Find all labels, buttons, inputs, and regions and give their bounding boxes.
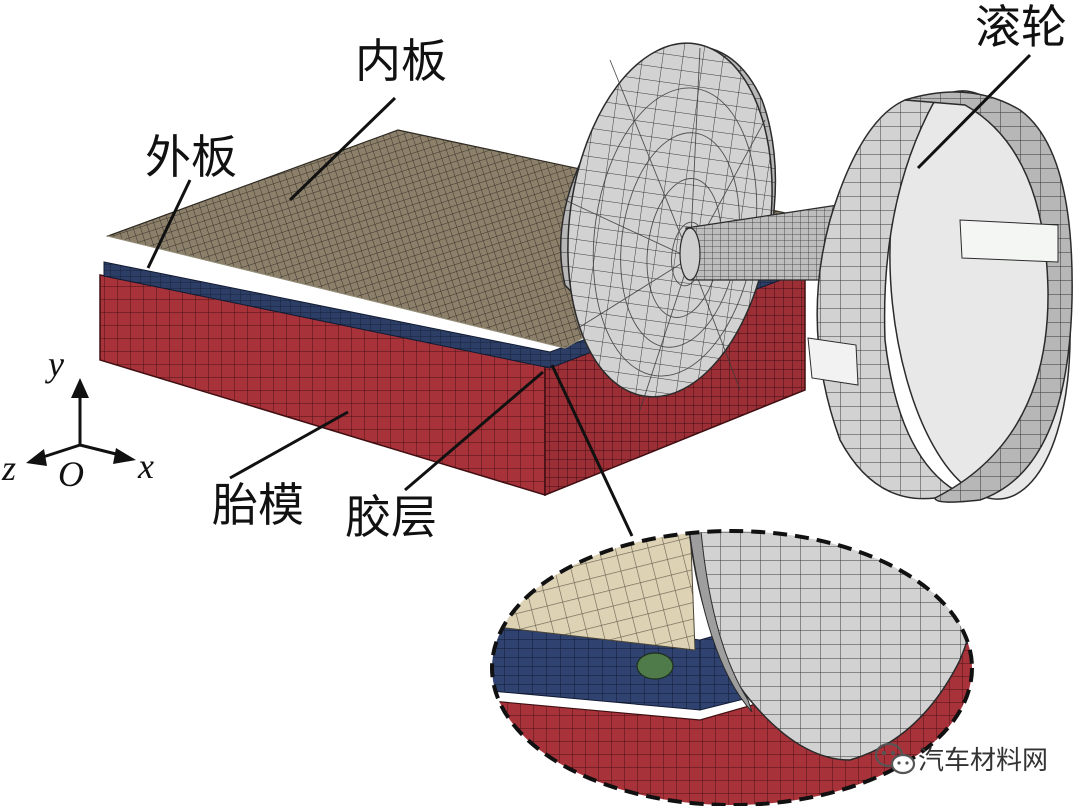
leader-inner-plate [288,96,397,202]
leader-adhesive [404,370,544,492]
label-adhesive: 胶层 [345,490,437,544]
leader-zoom [550,364,634,537]
axis-label-z: z [2,448,17,488]
leader-die [229,410,349,480]
zoom-detail [490,529,974,807]
axis-label-origin: O [58,454,84,494]
label-die: 胎模 [212,478,304,532]
wheel-roller [807,90,1073,503]
roller-assembly [559,42,1073,503]
label-roller: 滚轮 [975,0,1067,54]
leader-outer-plate [146,179,192,269]
wechat-icon [874,742,916,775]
label-inner-plate: 内板 [355,34,447,88]
label-outer-plate: 外板 [145,130,237,184]
cone-roller [559,42,777,411]
axis-label-x: x [138,446,154,486]
leader-lines [146,53,1032,537]
watermark-text: 汽车材料网 [918,746,1049,776]
leader-roller [916,53,1032,170]
coordinate-axes [26,378,136,466]
axis-label-y: y [48,344,64,384]
